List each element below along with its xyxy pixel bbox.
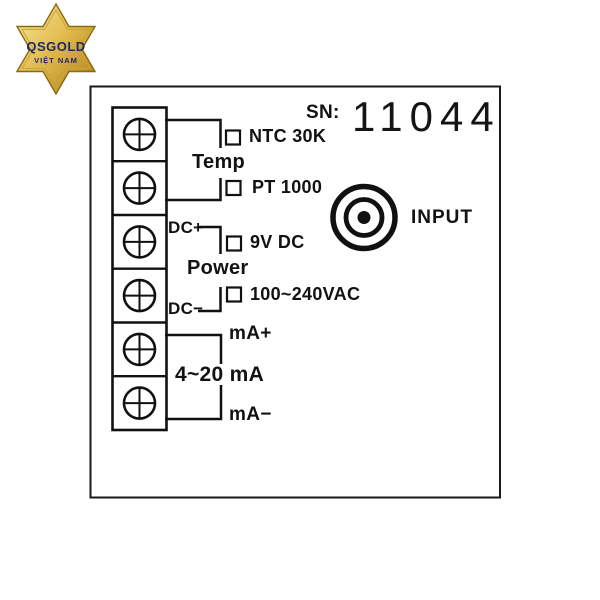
device-frame bbox=[89, 85, 501, 499]
checkbox-ntc-30k bbox=[224, 129, 242, 146]
terminal-label-dc-plus: DC+ bbox=[168, 218, 204, 237]
screw-terminal-icon-4 bbox=[122, 278, 157, 313]
terminal-label-ma-plus: mA+ bbox=[229, 323, 272, 344]
wire-ntc bbox=[165, 118, 222, 148]
screw-terminal-icon-6 bbox=[122, 386, 157, 420]
screw-terminal-icon-1 bbox=[122, 117, 157, 152]
brand-logo-star-icon: QSGOLD VIỆT NAM bbox=[15, 2, 97, 96]
screw-terminal-icon-2 bbox=[122, 171, 157, 205]
terminal-screw-icons bbox=[122, 117, 157, 420]
terminal-label-ma-minus: mA− bbox=[229, 404, 272, 425]
option-label-ntc-30k: NTC 30K bbox=[249, 126, 327, 146]
brand-name-text: QSGOLD bbox=[26, 39, 85, 54]
wire-pt bbox=[165, 178, 222, 202]
screw-terminal-icon-3 bbox=[122, 225, 157, 259]
serial-number-value: 11044 bbox=[352, 93, 501, 140]
checkbox-100-240vac bbox=[225, 286, 243, 303]
screw-terminal-icon-5 bbox=[122, 332, 157, 367]
terminal-label-dc-minus: DC− bbox=[168, 299, 204, 318]
group-label-temp: Temp bbox=[192, 151, 246, 173]
option-label-pt-1000: PT 1000 bbox=[252, 177, 323, 197]
option-label-100-240vac: 100~240VAC bbox=[250, 284, 361, 304]
brand-region-text: VIỆT NAM bbox=[34, 56, 78, 65]
group-label-4-20ma: 4~20 mA bbox=[172, 364, 268, 385]
checkbox-9v-dc bbox=[225, 235, 243, 252]
input-jack-label: INPUT bbox=[411, 207, 473, 228]
group-label-power: Power bbox=[187, 257, 249, 279]
option-label-9v-dc: 9V DC bbox=[250, 232, 305, 252]
input-jack-icon bbox=[330, 183, 398, 252]
checkbox-pt-1000 bbox=[225, 179, 242, 197]
serial-number-label: SN: bbox=[306, 102, 340, 123]
wire-vac bbox=[198, 287, 222, 313]
option-checkboxes bbox=[224, 129, 243, 303]
wire-9vdc bbox=[198, 225, 222, 254]
terminal-block bbox=[111, 106, 168, 432]
